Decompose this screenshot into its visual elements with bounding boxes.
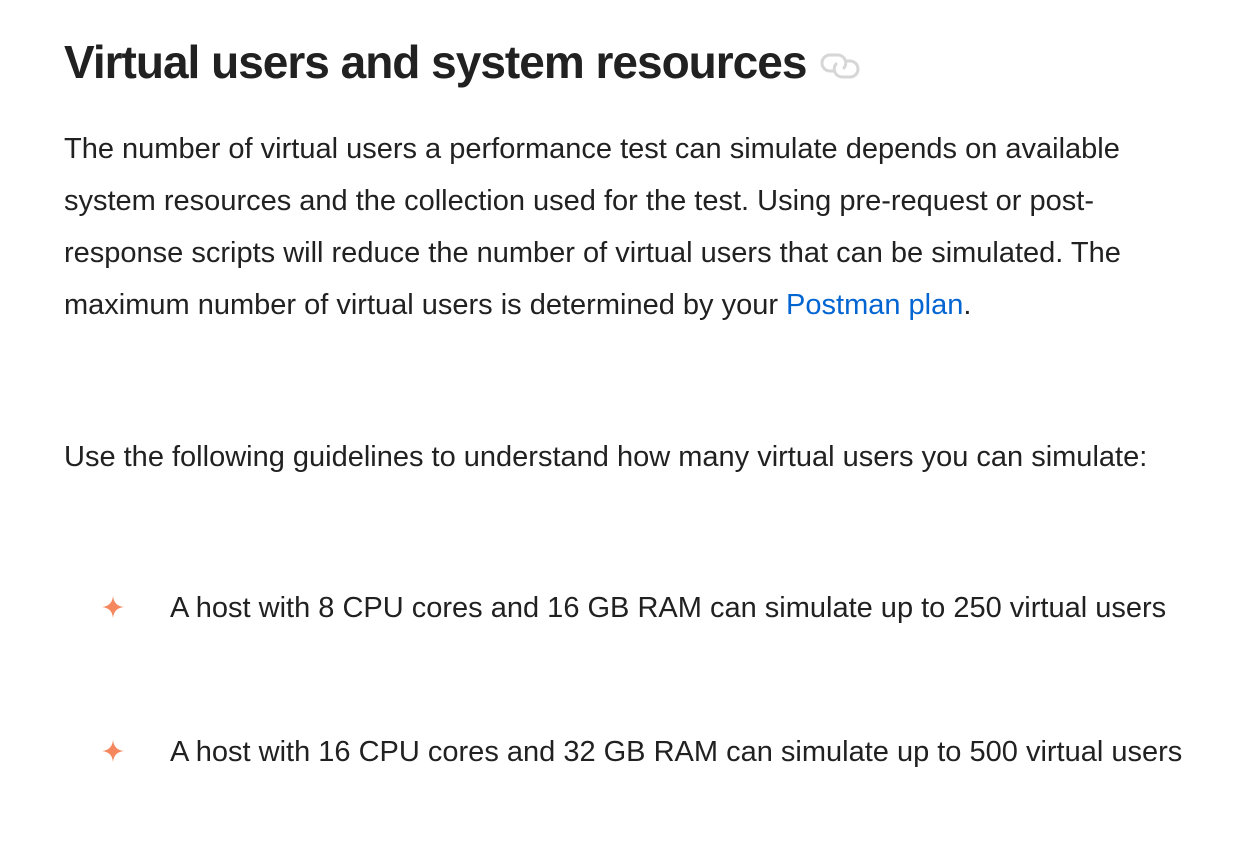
list-item-text: A host with 16 CPU cores and 32 GB RAM c… [170,736,1183,768]
guidelines-paragraph: Use the following guidelines to understa… [64,441,1148,473]
list-item: A host with 8 CPU cores and 16 GB RAM ca… [64,584,1184,632]
paragraph-text-end: . [963,289,972,321]
paragraph-text: The number of virtual users a performanc… [64,133,1121,321]
sparkle-bullet-icon [102,740,124,762]
postman-plan-link[interactable]: Postman plan [786,289,964,321]
list-item-text: A host with 8 CPU cores and 16 GB RAM ca… [170,592,1167,624]
link-icon[interactable] [818,51,862,81]
intro-paragraph: The number of virtual users a performanc… [64,123,1179,331]
list-item: A host with 16 CPU cores and 32 GB RAM c… [64,728,1184,776]
heading-text: Virtual users and system resources [64,36,807,88]
sparkle-bullet-icon [102,596,124,618]
section-heading: Virtual users and system resources [64,34,862,90]
